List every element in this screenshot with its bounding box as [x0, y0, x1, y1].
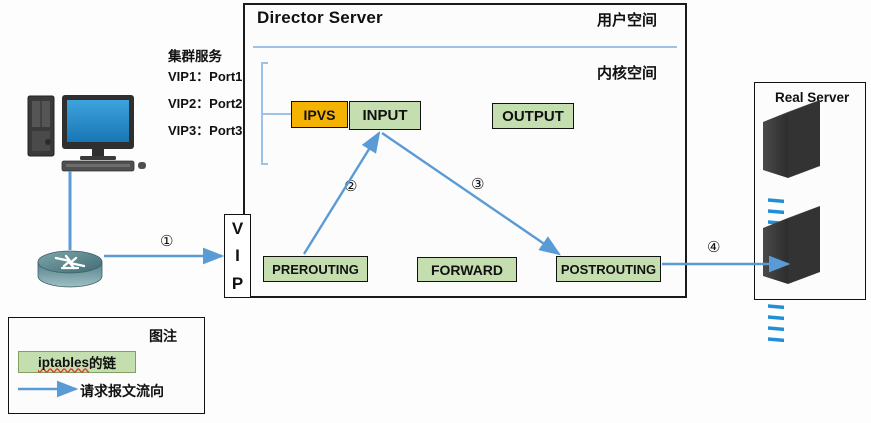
- client-pc-icon: [27, 95, 146, 172]
- chain-box-forward[interactable]: FORWARD: [417, 257, 517, 282]
- cluster-service-entry-2: VIP2：Port2: [168, 95, 243, 111]
- step-marker-3: ③: [471, 175, 485, 193]
- legend-chain-label-suffix: 的链: [89, 356, 116, 371]
- chain-box-ipvs[interactable]: IPVS: [291, 101, 348, 128]
- router-icon: [37, 250, 103, 288]
- legend-flow-label: 请求报文流向: [80, 383, 164, 399]
- legend-title: 图注: [149, 328, 177, 344]
- chain-box-postrouting[interactable]: POSTROUTING: [556, 256, 661, 282]
- step-marker-4: ④: [707, 238, 721, 256]
- chain-box-input[interactable]: INPUT: [349, 101, 421, 130]
- cluster-service-entry-3: VIP3：Port3: [168, 122, 243, 138]
- legend-chain-label-prefix: iptables: [37, 354, 89, 370]
- user-space-label: 用户空间: [597, 12, 658, 29]
- user-kernel-space-divider: [253, 46, 677, 48]
- kernel-space-label: 内核空间: [597, 65, 658, 82]
- vip-letter-v: V: [231, 219, 244, 239]
- step-marker-1: ①: [160, 232, 174, 250]
- cluster-service-labels: 集群服务 VIP1：Port1 VIP2：Port2 VIP3：Port3: [168, 50, 242, 151]
- real-server-frame: [754, 82, 866, 300]
- chain-box-prerouting[interactable]: PREROUTING: [263, 256, 368, 282]
- step-marker-2: ②: [344, 177, 358, 195]
- cluster-service-entry-1: VIP1：Port1: [168, 68, 243, 84]
- vip-letter-p: P: [231, 273, 244, 293]
- vip-letter-i: I: [235, 246, 240, 266]
- vip-box[interactable]: V I P: [224, 214, 251, 298]
- chain-box-output[interactable]: OUTPUT: [492, 103, 574, 129]
- real-server-title: Real Server: [775, 90, 850, 105]
- director-server-title: Director Server: [257, 8, 383, 27]
- cluster-service-title: 集群服务: [168, 49, 222, 64]
